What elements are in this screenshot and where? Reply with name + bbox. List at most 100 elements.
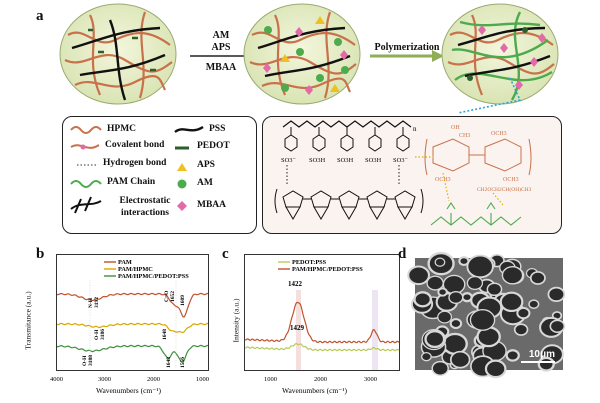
sem-pore bbox=[421, 352, 432, 362]
pam-chain-icon bbox=[70, 180, 102, 188]
sem-pore bbox=[516, 306, 531, 320]
sem-pore bbox=[437, 287, 448, 297]
pedot-chain bbox=[274, 188, 424, 220]
raman-xtick-3000: 3000 bbox=[364, 376, 377, 383]
raman-curve-pedot bbox=[244, 342, 400, 352]
sem-pore bbox=[499, 291, 524, 313]
ftir-xtick-1000: 1000 bbox=[196, 376, 209, 383]
hpmc-och3-2: OCH3 bbox=[491, 131, 507, 137]
ftir-ylabel: Transmitance (a.u.) bbox=[23, 291, 33, 350]
reagent-aps: APS bbox=[211, 42, 231, 53]
ann-3186: 3186 bbox=[100, 329, 106, 340]
sem-pore bbox=[437, 310, 453, 324]
legend-pedot: PEDOT bbox=[197, 141, 230, 151]
legend-aps: APS bbox=[197, 160, 215, 170]
pss-subscript-n: n bbox=[413, 125, 417, 133]
sem-pore bbox=[449, 318, 463, 330]
chemical-structure-box: n SO3⁻ SO3H SO3H SO3H SO3⁻ bbox=[262, 116, 562, 234]
ftir-legend-pam: PAM bbox=[118, 259, 132, 266]
raman-ylabel: Intensity (a.u.) bbox=[231, 298, 241, 343]
legend-am: AM bbox=[197, 178, 213, 188]
so3-label-1: SO3⁻ bbox=[281, 157, 297, 164]
legend-pss: PSS bbox=[209, 124, 226, 134]
ann-oh-2: O-H bbox=[82, 355, 88, 366]
legend-covalent: Covalent bond bbox=[105, 140, 165, 150]
sem-pore bbox=[484, 359, 507, 379]
legend-electrostatic: Electrostatic interactions bbox=[119, 196, 171, 218]
sem-pore bbox=[466, 254, 494, 279]
raman-peak-1422: 1422 bbox=[288, 280, 303, 288]
ann-1609: 1609 bbox=[180, 295, 186, 306]
raman-xlabel: Wavenumbers (cm⁻¹) bbox=[282, 386, 347, 395]
ftir-xlabel: Wavenumbers (cm⁻¹) bbox=[96, 386, 161, 395]
sem-pore bbox=[458, 256, 470, 266]
aps-icon bbox=[177, 163, 187, 171]
mbaa-icon bbox=[177, 201, 187, 211]
monomer-mixture-circle bbox=[243, 3, 361, 105]
ann-1648-a: 1648 bbox=[162, 329, 168, 340]
raman-legend-full: PAM/HPMC/PEDOT:PSS bbox=[292, 266, 363, 273]
hpmc-side-chain: CH2OCH2CH(OH)CH3 bbox=[477, 186, 532, 193]
ann-3188: 3188 bbox=[88, 355, 94, 366]
sem-pore bbox=[413, 291, 433, 308]
sem-scale-label: 10μm bbox=[528, 349, 555, 360]
ann-oh-1: O-H bbox=[94, 329, 100, 340]
panel-label-c: c bbox=[222, 246, 229, 262]
ftir-chart: PAM PAM/HPMC PAM/HPMC/PEDOT:PSS N-H 3192… bbox=[50, 254, 209, 395]
panel-label-d: d bbox=[398, 246, 407, 262]
sem-pore bbox=[528, 299, 540, 309]
raman-chart: PEDOT:PSS PAM/HPMC/PEDOT:PSS 1422 1429 1… bbox=[244, 254, 400, 395]
pam-structure bbox=[430, 202, 522, 226]
sem-pore bbox=[449, 350, 471, 369]
legend-box: HPMC PSS Covalent bond PEDOT Hydrogen bo… bbox=[62, 116, 257, 234]
so3-label-5: SO3⁻ bbox=[393, 157, 409, 164]
hpmc-pss-network-circle bbox=[59, 3, 177, 105]
sem-pore bbox=[529, 271, 546, 285]
ftir-curve-pam-hpmc bbox=[56, 322, 209, 334]
ftir-xtick-2000: 2000 bbox=[147, 376, 160, 383]
raman-peak-1429: 1429 bbox=[290, 324, 305, 332]
hpmc-ch3: CH3 bbox=[459, 133, 470, 139]
ftir-legend-pam-hpmc: PAM/HPMC bbox=[118, 266, 153, 273]
sem-image: 10μm bbox=[407, 251, 566, 379]
panel-label-b: b bbox=[36, 246, 45, 262]
legend-hpmc: HPMC bbox=[107, 124, 137, 134]
hpmc-structure bbox=[424, 138, 532, 176]
am-icon bbox=[177, 179, 187, 189]
sem-pore bbox=[501, 265, 524, 285]
ann-1652: 1652 bbox=[170, 291, 176, 302]
sem-pore bbox=[469, 309, 496, 331]
hpmc-oh: OH bbox=[451, 125, 460, 131]
sem-pore bbox=[547, 286, 566, 303]
pss-icon bbox=[174, 125, 204, 133]
sem-pore bbox=[431, 360, 449, 376]
sem-pore bbox=[486, 282, 503, 297]
raman-legend-pedot: PEDOT:PSS bbox=[292, 259, 327, 266]
schematic-circles bbox=[59, 3, 559, 114]
sem-pores bbox=[407, 251, 566, 379]
sem-pore bbox=[407, 265, 430, 286]
raman-xtick-2000: 2000 bbox=[314, 376, 327, 383]
ftir-xtick-3000: 3000 bbox=[98, 376, 111, 383]
ann-co: C=O bbox=[164, 290, 170, 302]
sem-scale-bar bbox=[521, 361, 555, 363]
reagent-mbaa: MBAA bbox=[205, 62, 237, 73]
sem-pore bbox=[549, 319, 566, 333]
ftir-xtick-4000: 4000 bbox=[50, 376, 63, 383]
raman-curve-full bbox=[244, 301, 400, 344]
hpmc-och3-3: OCH3 bbox=[503, 177, 519, 183]
reagent-am: AM bbox=[212, 30, 230, 41]
zoom-indicator bbox=[457, 77, 522, 114]
ftir-curve-pam bbox=[56, 292, 209, 318]
ann-1648-b: 1648 bbox=[166, 357, 172, 368]
electrostatic-icon bbox=[70, 196, 102, 214]
sem-pore bbox=[424, 330, 446, 349]
so3-label-4: SO3H bbox=[365, 157, 382, 164]
polymerization-label: Polymerization bbox=[374, 42, 440, 53]
sem-pore bbox=[434, 257, 446, 267]
ann-nh: N-H bbox=[88, 297, 94, 308]
pss-pedot-structure: n SO3⁻ SO3H SO3H SO3H SO3⁻ bbox=[274, 120, 532, 226]
sem-pore bbox=[442, 332, 468, 356]
legend-icons bbox=[70, 125, 204, 214]
panel-label-a: a bbox=[36, 8, 44, 24]
